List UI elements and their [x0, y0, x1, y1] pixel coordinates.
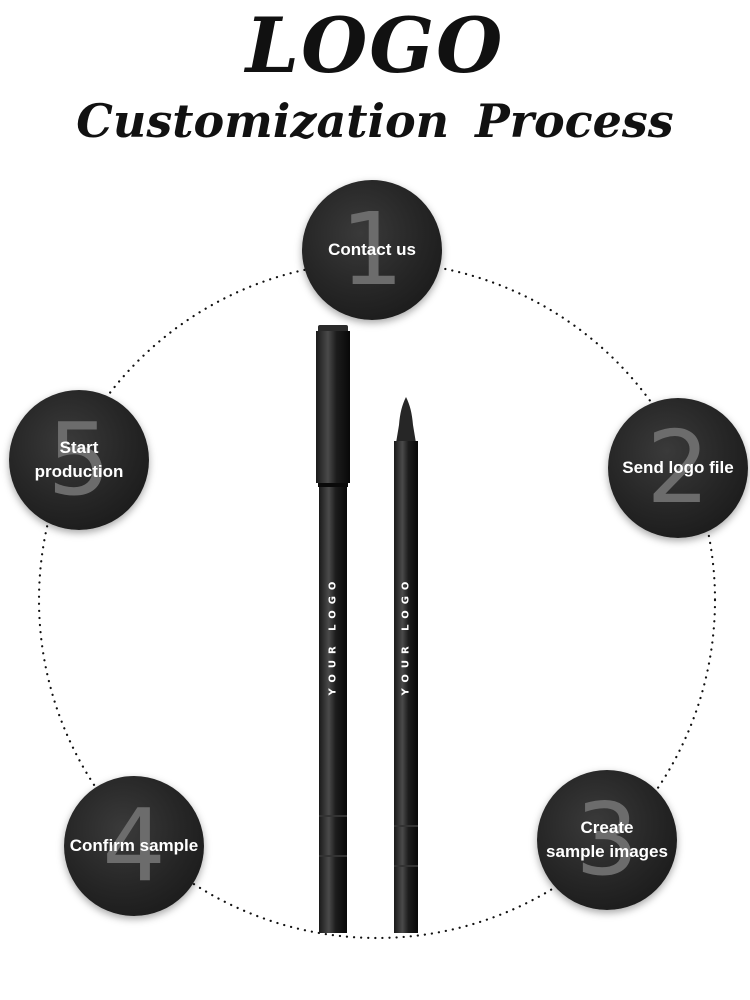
step-5-label: Start production: [34, 438, 124, 481]
title-logo: LOGO: [245, 1, 505, 90]
step-2-label: Send logo file: [622, 458, 734, 478]
step-1-label: Contact us: [328, 240, 416, 260]
title-process: Customization Process: [76, 94, 674, 148]
step-3-label: Create sample images: [546, 818, 668, 861]
step-5-start-production: 5 Start production: [9, 390, 149, 530]
pencil-capped-image: [316, 325, 350, 933]
pencil-capped-imprint: YOUR LOGO: [327, 575, 339, 696]
step-4-label: Confirm sample: [69, 836, 199, 856]
step-1-number: 1: [340, 191, 404, 308]
step-4-number: 4: [102, 787, 166, 904]
step-1-contact-us: 1 Contact us: [302, 180, 442, 320]
pencil-uncapped-imprint: YOUR LOGO: [400, 575, 412, 696]
step-4-confirm-sample: 4 Confirm sample: [64, 776, 204, 916]
step-2-send-logo-file: 2 Send logo file: [608, 398, 748, 538]
step-2-number: 2: [646, 409, 710, 526]
step-3-create-sample-images: 3 Create sample images: [537, 770, 677, 910]
step-5-number: 5: [47, 401, 111, 518]
pencil-uncapped-image: [394, 397, 418, 933]
step-3-number: 3: [575, 781, 639, 898]
